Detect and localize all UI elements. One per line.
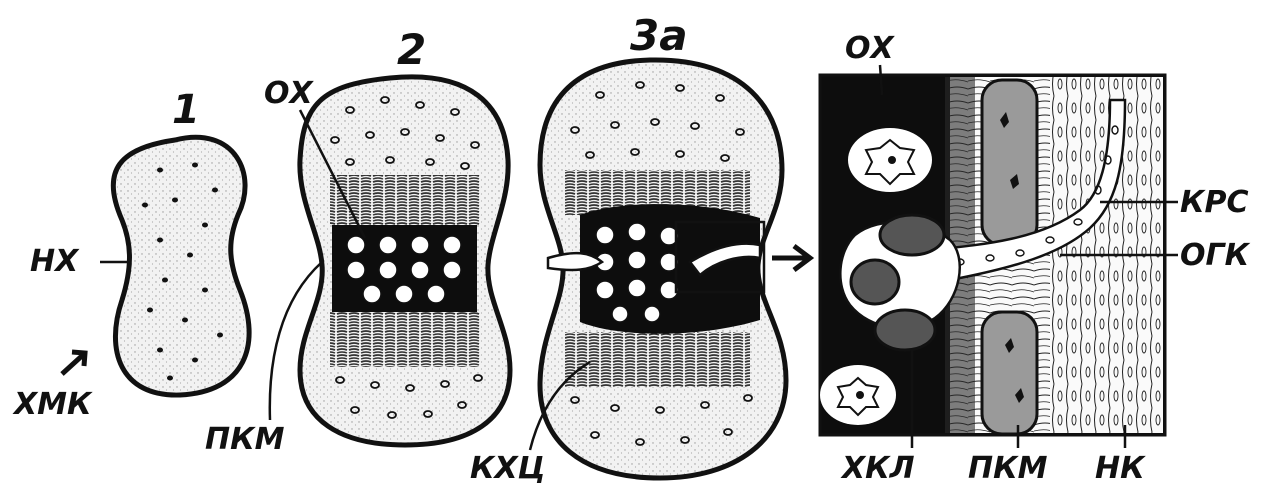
label-nh: НХ [30, 244, 80, 279]
label-oh-left: ОХ [264, 76, 315, 111]
stage-3a-cartilage-model: 3а [540, 11, 786, 478]
label-pkm-left: ПКМ [205, 422, 285, 457]
label-khc: КХЦ [470, 451, 545, 486]
stage-1-number: 1 [172, 87, 200, 133]
label-oh-right: ОХ [845, 31, 896, 66]
stage-2-cartilage-model: 2 [300, 25, 510, 445]
label-krs: КРС [1180, 185, 1249, 220]
label-pkm-right: ПКМ [968, 451, 1048, 486]
label-hmk: ХМК [12, 387, 93, 422]
stage-2-number: 2 [397, 25, 426, 74]
arrow-hmk-icon [62, 352, 85, 374]
stage-3a-number: 3а [630, 11, 688, 60]
label-hkl: ХКЛ [840, 451, 915, 486]
label-nk: НК [1095, 451, 1146, 486]
label-ogk: ОГК [1180, 238, 1251, 273]
stage-1-cartilage-model: 1 [113, 87, 249, 395]
magnify-arrow-icon [772, 246, 810, 270]
